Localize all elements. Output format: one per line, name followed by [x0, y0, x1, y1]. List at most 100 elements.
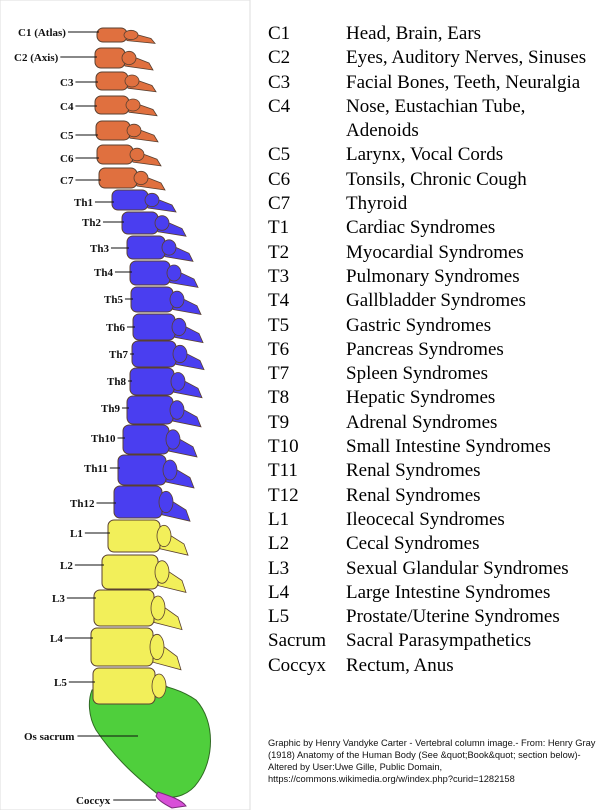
legend-row: C2Eyes, Auditory Nerves, Sinuses: [268, 46, 598, 70]
articular-process: [173, 345, 187, 362]
vertebral-body: [94, 590, 154, 626]
legend-level: T3: [268, 265, 346, 289]
articular-process: [152, 674, 166, 698]
legend-condition: Myocardial Syndromes: [346, 241, 598, 265]
legend-condition: Spleen Syndromes: [346, 362, 598, 386]
vertebra-label: C2 (Axis): [14, 52, 59, 64]
legend-condition: Tonsils, Chronic Cough: [346, 168, 598, 192]
legend-condition: Sexual Glandular Syndromes: [346, 557, 598, 581]
legend-level: T5: [268, 314, 346, 338]
legend-condition: Larynx, Vocal Cords: [346, 143, 598, 167]
legend-condition: Renal Syndromes: [346, 484, 598, 508]
legend-level: L3: [268, 557, 346, 581]
legend-condition: Adrenal Syndromes: [346, 411, 598, 435]
vertebra-label: Th7: [109, 349, 128, 361]
vertebra-label: Coccyx: [76, 795, 111, 807]
vertebra-label: Th2: [82, 217, 101, 229]
legend-condition: Cardiac Syndromes: [346, 216, 598, 240]
vertebral-body: [108, 520, 160, 552]
vertebral-body: [131, 287, 173, 312]
vertebral-body: [99, 168, 137, 188]
articular-process: [155, 561, 169, 584]
legend-level: L4: [268, 581, 346, 605]
vertebral-body: [93, 668, 155, 704]
vertebral-body: [130, 261, 170, 285]
vertebra-label: Th1: [74, 197, 93, 209]
vertebral-body: [95, 48, 125, 68]
vertebra-label: Th11: [84, 463, 108, 475]
articular-process: [155, 216, 169, 231]
legend-condition: Ileocecal Syndromes: [346, 508, 598, 532]
vertebral-body: [127, 236, 165, 259]
articular-process: [167, 265, 181, 281]
vertebra-label: Th9: [101, 403, 120, 415]
legend-condition: Head, Brain, Ears: [346, 22, 598, 46]
vertebral-body: [127, 396, 173, 424]
vertebra-label: Th12: [70, 498, 95, 510]
legend-level: C3: [268, 71, 346, 95]
vertebral-body: [114, 486, 162, 518]
vertebra-label: Th4: [94, 267, 113, 279]
vertebral-body: [97, 145, 133, 164]
legend-level: C4: [268, 95, 346, 119]
legend-condition: Prostate/Uterine Syndromes: [346, 605, 598, 629]
vertebral-body: [122, 212, 158, 234]
articular-process: [130, 148, 144, 161]
legend-condition: Hepatic Syndromes: [346, 386, 598, 410]
articular-process: [171, 373, 185, 391]
legend-condition: Gallbladder Syndromes: [346, 289, 598, 313]
vertebral-body: [96, 121, 130, 140]
articular-process: [163, 460, 177, 480]
legend-condition: Rectum, Anus: [346, 654, 598, 678]
vertebra-label: C3: [60, 77, 74, 89]
vertebra-label: Th8: [107, 376, 126, 388]
legend-condition: Cecal Syndromes: [346, 532, 598, 556]
legend-level: T9: [268, 411, 346, 435]
vertebra-label: C1 (Atlas): [18, 27, 66, 39]
legend-level: T10: [268, 435, 346, 459]
legend-condition: Thyroid: [346, 192, 598, 216]
legend-level: T6: [268, 338, 346, 362]
vertebra-label: L5: [54, 677, 67, 689]
articular-process: [124, 30, 138, 39]
vertebra-label: C5: [60, 130, 74, 142]
articular-process: [159, 491, 173, 512]
vertebra-label: L4: [50, 633, 63, 645]
vertebra-legend: C1Head, Brain, EarsC2Eyes, Auditory Nerv…: [268, 22, 598, 678]
articular-process: [170, 401, 184, 420]
legend-level: C2: [268, 46, 346, 70]
legend-level: T8: [268, 386, 346, 410]
articular-process: [127, 124, 141, 137]
legend-condition: Nose, Eustachian Tube, Adenoids: [346, 95, 598, 144]
legend-row: T10Small Intestine Syndromes: [268, 435, 598, 459]
vertebral-body: [96, 72, 128, 90]
vertebral-body: [91, 628, 153, 666]
vertebra-label: L1: [70, 528, 83, 540]
legend-condition: Gastric Syndromes: [346, 314, 598, 338]
legend-row: T1Cardiac Syndromes: [268, 216, 598, 240]
vertebra-label: Th3: [90, 243, 109, 255]
legend-row: T6Pancreas Syndromes: [268, 338, 598, 362]
vertebra-label: C4: [60, 101, 74, 113]
articular-process: [125, 75, 139, 87]
vertebral-body: [95, 96, 129, 114]
vertebral-body: [118, 455, 166, 485]
vertebra-label: L3: [52, 593, 65, 605]
legend-level: T11: [268, 459, 346, 483]
legend-condition: Facial Bones, Teeth, Neuralgia: [346, 71, 598, 95]
articular-process: [122, 51, 136, 64]
legend-level: C5: [268, 143, 346, 167]
